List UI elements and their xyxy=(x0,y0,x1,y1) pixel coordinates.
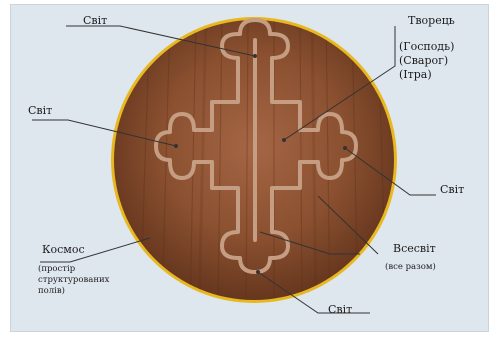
label-kosmos-note: (простір структурованих полів) xyxy=(38,264,109,297)
label-tvorets-names: (Господь) (Сварог) (Ітра) xyxy=(399,40,454,82)
label-svit-right: Світ xyxy=(440,183,464,196)
label-tvorets: Творець xyxy=(408,14,455,27)
label-svit-top: Світ xyxy=(83,14,107,27)
label-vsesvit: Всесвіт xyxy=(393,242,436,255)
label-gospod: (Господь) xyxy=(399,40,454,54)
kosmos-note-line-2: структурованих xyxy=(38,275,109,286)
kosmos-note-line-3: полів) xyxy=(38,286,109,297)
label-svit-left: Світ xyxy=(28,104,52,117)
label-svit-bottom: Світ xyxy=(328,303,352,316)
label-itra: (Ітра) xyxy=(399,68,454,82)
label-kosmos: Космос xyxy=(42,243,85,256)
kosmos-note-line-1: (простір xyxy=(38,264,109,275)
label-svarog: (Сварог) xyxy=(399,54,454,68)
label-vsesvit-note: (все разом) xyxy=(385,262,436,273)
